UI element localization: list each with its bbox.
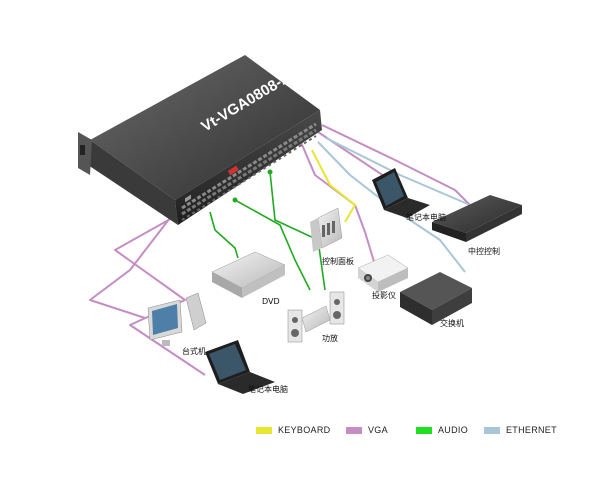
- label-desktop: 台式机: [182, 347, 206, 356]
- legend-item-audio: AUDIO: [416, 423, 468, 437]
- laptop-top: [372, 168, 430, 218]
- legend-swatch-ethernet: [484, 426, 500, 434]
- label-projector: 投影仪: [372, 291, 396, 300]
- amplifier: [287, 291, 345, 343]
- label-laptop-bottom: 笔记本电脑: [248, 385, 288, 394]
- control-host: [432, 195, 522, 242]
- legend-swatch-vga: [346, 426, 362, 434]
- legend-label-ethernet: ETHERNET: [506, 425, 557, 435]
- audio-node: [232, 197, 238, 203]
- label-laptop-top: 笔记本电脑: [406, 213, 446, 222]
- legend-swatch-audio: [416, 426, 432, 434]
- matrix-switcher: Vt-VGA0808-A: [78, 55, 322, 225]
- laptop-bottom: [205, 340, 275, 394]
- audio-cable-amplifier: [234, 199, 311, 291]
- legend: KEYBOARD VGA AUDIO ETHERNET: [0, 423, 600, 437]
- legend-label-audio: AUDIO: [438, 425, 469, 435]
- legend-item-vga: VGA: [346, 423, 388, 437]
- label-control-panel: 控制面板: [322, 257, 354, 266]
- legend-item-keyboard: KEYBOARD: [256, 423, 330, 437]
- label-control-host: 中控控制: [468, 247, 500, 256]
- legend-label-vga: VGA: [368, 425, 388, 435]
- audio-cable-amp-2: [269, 171, 326, 291]
- vga-cable-projector: [299, 139, 376, 266]
- desktop-computer: [147, 292, 207, 346]
- control-panel: [310, 207, 343, 252]
- legend-label-keyboard: KEYBOARD: [278, 425, 331, 435]
- label-amplifier: 功放: [322, 334, 338, 343]
- projector: [357, 254, 409, 292]
- ethernet-cable-control: [325, 137, 471, 206]
- label-dvd: DVD: [262, 297, 280, 306]
- vga-cable-laptop-bottom: [114, 207, 206, 376]
- audio-cables: [209, 169, 326, 291]
- vga-cable-desktop: [89, 204, 181, 319]
- keyboard-cable: [311, 149, 356, 223]
- port-rows: [181, 122, 317, 221]
- legend-item-ethernet: ETHERNET: [484, 423, 557, 437]
- legend-swatch-keyboard: [256, 426, 272, 434]
- vga-cable-control-host: [321, 124, 471, 206]
- label-switch: 交换机: [440, 319, 464, 328]
- dvd-player: [211, 251, 286, 298]
- audio-cable-dvd: [209, 211, 239, 259]
- network-switch: [400, 272, 472, 325]
- audio-node: [267, 169, 273, 175]
